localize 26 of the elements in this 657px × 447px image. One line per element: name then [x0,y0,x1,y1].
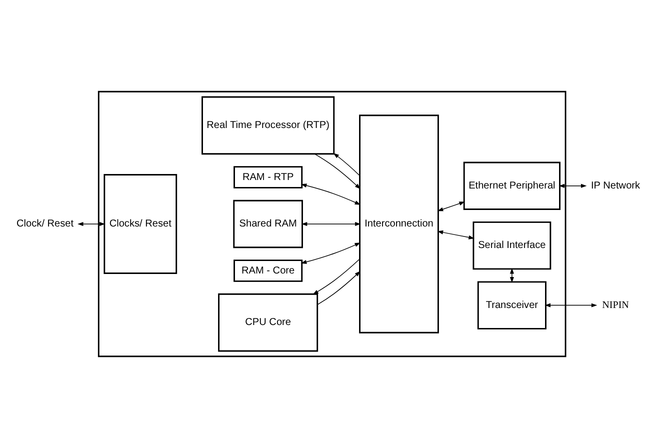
node-box: RAM - RTP [234,166,303,188]
node-text: Clock/ Reset [16,218,74,230]
node-box: Interconnection [359,114,439,333]
node-box: Transceiver [477,280,546,329]
arrow [544,302,598,307]
node-text: IP Network [591,180,640,192]
arrow [314,153,361,189]
arrow [312,258,360,294]
node-box: CPU Core [218,292,318,352]
node-text: NIPIN [602,299,629,310]
arrow [437,230,474,239]
arrow [300,242,361,264]
arrow [558,183,587,188]
node-box: RAM - Core [234,259,303,282]
arrow [437,201,465,211]
node-box: Ethernet Peripheral [463,161,560,210]
node-box: Real Time Processor (RTP) [202,96,335,154]
arrow [333,152,360,176]
arrow [510,267,514,282]
arrow [301,221,361,226]
node-box: Serial Interface [472,220,552,270]
node-box: Shared RAM [233,199,303,248]
arrow [300,183,361,204]
arrow [317,270,360,305]
arrow [78,221,106,226]
node-box: Clocks/ Reset [104,174,178,274]
